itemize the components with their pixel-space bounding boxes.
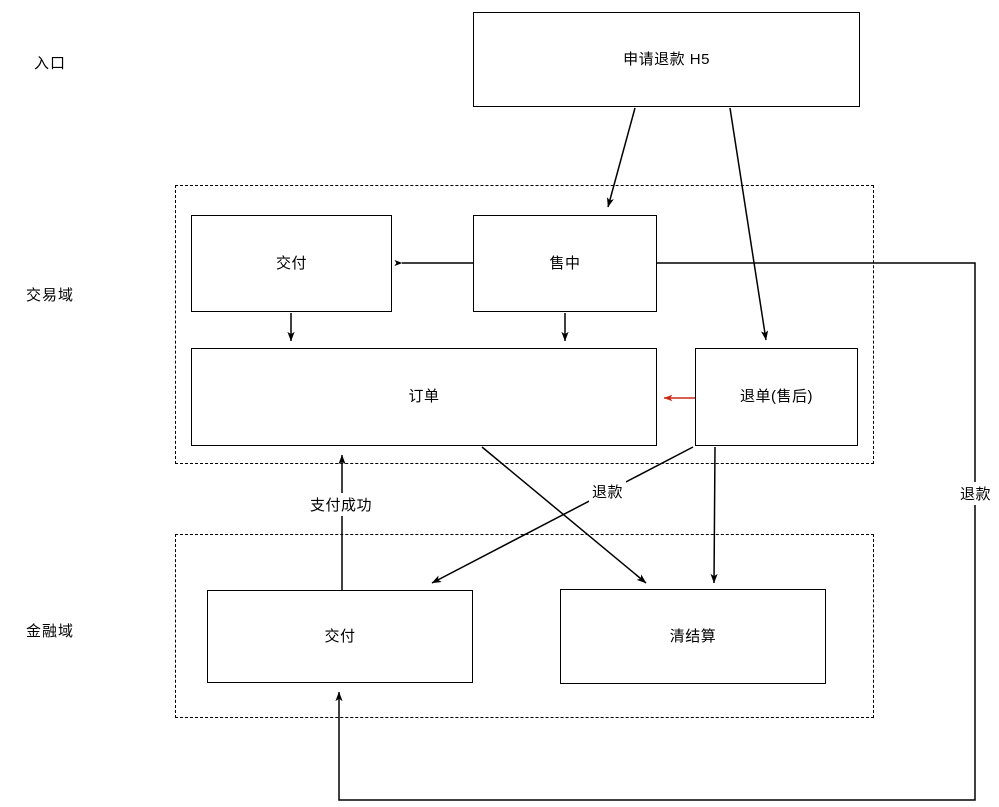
edge-label-pay-success: 支付成功 bbox=[307, 493, 376, 516]
node-settlement[interactable]: 清结算 bbox=[560, 589, 826, 684]
node-in-sale[interactable]: 售中 bbox=[473, 215, 657, 312]
node-refund-aftersale[interactable]: 退单(售后) bbox=[695, 348, 858, 446]
edge-label-refund-right: 退款 bbox=[957, 482, 995, 505]
swimlane-label-trade: 交易域 bbox=[26, 287, 75, 304]
edge-label-refund-mid: 退款 bbox=[589, 480, 627, 503]
node-apply-refund-h5[interactable]: 申请退款 H5 bbox=[473, 12, 860, 107]
swimlane-label-entry: 入口 bbox=[34, 55, 67, 72]
swimlane-label-finance: 金融域 bbox=[26, 623, 75, 640]
node-finance-delivery[interactable]: 交付 bbox=[207, 590, 473, 683]
node-order[interactable]: 订单 bbox=[191, 348, 657, 446]
node-trade-delivery[interactable]: 交付 bbox=[191, 215, 392, 312]
